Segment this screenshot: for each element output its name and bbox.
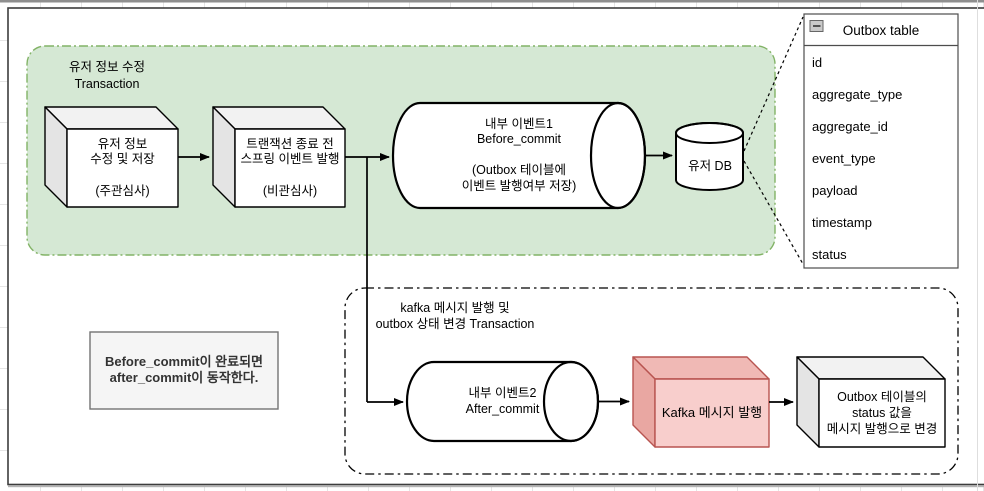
collapse-icon[interactable] [809,20,824,32]
before-commit-cylinder[interactable] [391,101,647,210]
cube-top-face [44,106,179,130]
cube-front-face [234,128,346,208]
after-commit-cylinder[interactable] [405,360,600,443]
window-top-edge [0,0,984,3]
db-table-link-bottom[interactable] [743,160,804,265]
user-update-cube[interactable] [44,106,179,208]
cube-front-face [654,378,770,448]
transaction2-container[interactable] [344,287,959,475]
cube-top-face [796,356,946,380]
cube-top-face [212,106,346,130]
page-shadow [8,485,984,488]
db-table-link-top[interactable] [743,16,804,152]
db-top-rim [675,122,744,144]
kafka-publish-cube[interactable] [632,356,770,448]
outbox-table[interactable] [803,13,959,269]
user-db-cylinder[interactable] [675,122,744,191]
note-box[interactable] [89,331,279,410]
outbox-update-cube[interactable] [796,356,946,448]
cube-front-face [818,378,946,448]
cube-top-face [632,356,770,380]
connectors [178,151,794,406]
cube-front-face [66,128,179,208]
spring-event-cube[interactable] [212,106,346,208]
